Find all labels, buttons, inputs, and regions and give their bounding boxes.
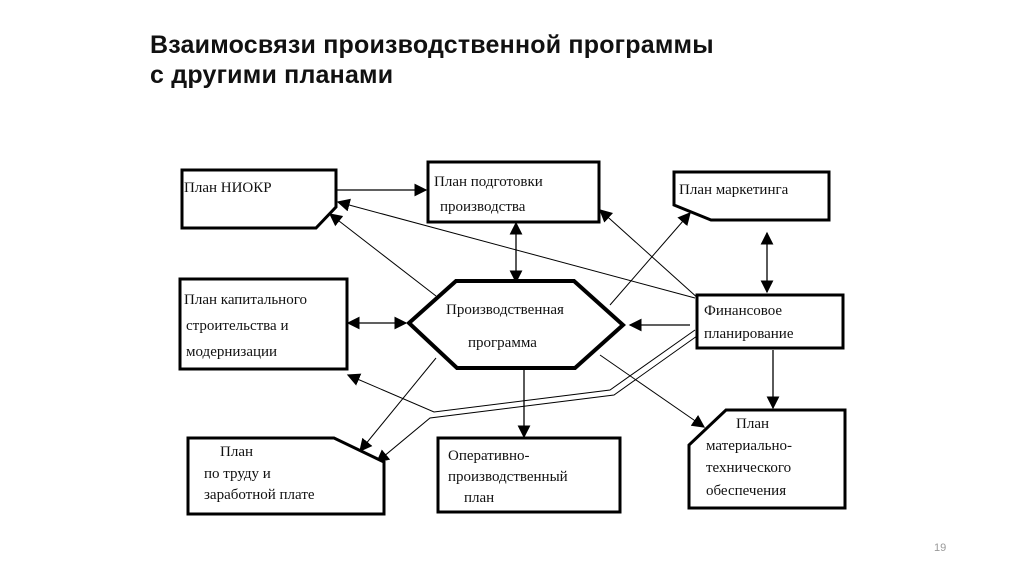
arrow-programma-to-marketing — [609, 212, 691, 306]
slide-title-line-2: с другими планами — [150, 61, 394, 89]
arrow-finansy-to-niokr — [336, 198, 696, 299]
node-label: материально- — [706, 438, 792, 454]
arrow-finansy-to-trud — [375, 335, 698, 463]
node-label: Финансовое — [704, 303, 782, 319]
node-plan-mto: План материально- технического обеспечен… — [687, 408, 847, 510]
node-finansovoe-planirovanie: Финансовое планирование — [695, 293, 845, 350]
node-label: план — [464, 490, 494, 506]
node-label: План НИОКР — [184, 180, 272, 196]
node-plan-marketinga: План маркетинга — [672, 170, 831, 222]
page-number: 19 — [934, 542, 947, 554]
node-label: по труду и — [204, 466, 271, 482]
node-plan-niokr: План НИОКР — [180, 168, 338, 230]
node-plan-podgotovki-proizvodstva: План подготовки производства — [426, 160, 601, 224]
arrow-programma-to-mto — [599, 354, 706, 428]
node-plan-kapitalnogo-stroitelstva: План капитального строительства и модерн… — [178, 277, 349, 371]
node-label: обеспечения — [706, 483, 786, 499]
node-label: План капитального — [184, 292, 307, 308]
arrow-finansy-to-podgotovka — [599, 209, 701, 301]
node-label: модернизации — [186, 344, 277, 360]
node-label: строительства и — [186, 318, 289, 334]
node-label: Производственная — [446, 302, 564, 318]
arrow-programma-to-trud — [359, 357, 437, 453]
slide-title: Взаимосвязи производственной программы с… — [150, 30, 714, 90]
node-label: производства — [440, 199, 526, 215]
node-label: План маркетинга — [679, 182, 789, 198]
node-label: Оперативно- — [448, 448, 529, 464]
node-operativno-proizvodstvenny-plan: Оперативно- производственный план — [436, 436, 622, 514]
node-plan-po-trudu: План по труду и заработной плате — [186, 436, 386, 516]
node-label: План — [220, 444, 253, 460]
slide-title-line-1: Взаимосвязи производственной программы — [150, 31, 714, 59]
node-label: планирование — [704, 326, 794, 342]
node-proizvodstvennaya-programma: Производственная программа — [406, 279, 626, 370]
node-label: производственный — [448, 469, 568, 485]
arrow-programma-to-niokr — [328, 213, 437, 297]
node-label: программа — [468, 335, 537, 351]
node-label: заработной плате — [204, 487, 315, 503]
node-label: План подготовки — [434, 174, 543, 190]
arrow-finansy-to-kapital — [346, 329, 696, 413]
node-label: технического — [706, 460, 791, 476]
node-label: План — [736, 416, 769, 432]
